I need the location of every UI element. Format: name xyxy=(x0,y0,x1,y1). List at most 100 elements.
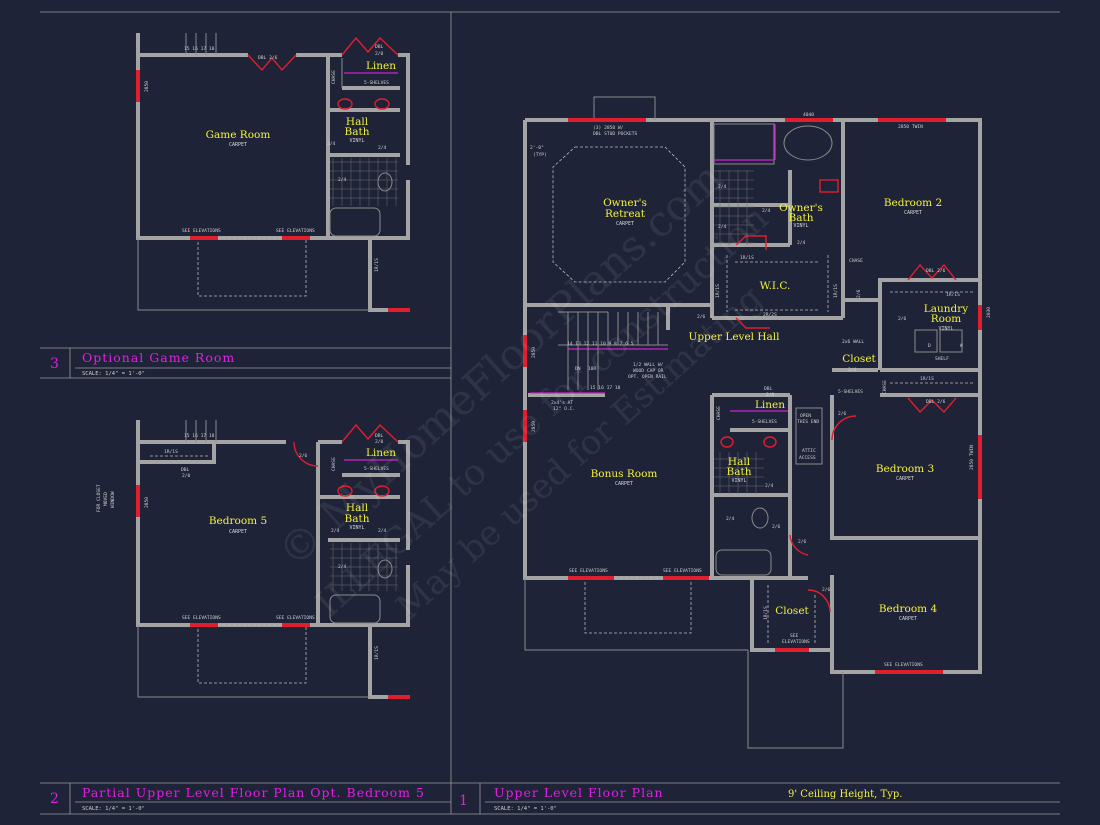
bedroom2-label: Bedroom 2 xyxy=(884,197,942,209)
note: OPEN xyxy=(800,413,811,419)
door-24-b: 2/4 xyxy=(378,528,387,534)
note: SEE xyxy=(790,633,799,639)
note: (3) 2850 W/ xyxy=(593,125,624,131)
bedroom3-finish: CARPET xyxy=(896,476,914,482)
note: DBL 2/6 xyxy=(926,399,946,405)
hall-bath-label-1: Hall xyxy=(346,116,369,128)
owners-bath-label-1: Owner's xyxy=(779,202,823,214)
ceiling-height-note: 9' Ceiling Height, Typ. xyxy=(788,789,902,800)
note: 1R/1S xyxy=(740,255,754,261)
chase-note: CHASE xyxy=(331,457,337,471)
door-24-a: 2/4 xyxy=(331,528,340,534)
note: 2/4 xyxy=(848,367,857,373)
game-room-finish: CARPET xyxy=(229,142,247,148)
game-room-label: Game Room xyxy=(206,129,271,141)
closet-note-2: MOVED xyxy=(103,492,109,506)
see-elevations-2: SEE ELEVATIONS xyxy=(276,228,315,234)
closet-note-1: FOR CLOSET xyxy=(96,484,102,512)
shelves-note: 5-SHELVES xyxy=(364,80,389,86)
chase-note: CHASE xyxy=(331,70,337,84)
note: 1R/1S xyxy=(946,292,960,298)
bedroom4-finish: CARPET xyxy=(899,616,917,622)
note: 2/4 xyxy=(765,483,774,489)
door-note-dbl: DBL xyxy=(375,44,384,50)
note: 2/4 xyxy=(718,224,727,230)
door-24-c: 2/4 xyxy=(338,177,347,183)
hall-bath-finish: VINYL xyxy=(731,478,746,484)
door-26: 2/6 xyxy=(299,453,308,459)
note: 2/6 xyxy=(898,316,907,322)
plan-optional-game-room: Game Room CARPET Linen Hall Bath VINYL 1… xyxy=(136,33,410,312)
closet-b-label: Closet xyxy=(775,605,809,617)
note: SEE ELEVATIONS xyxy=(569,568,608,574)
note: 2x6 WALL xyxy=(842,339,864,345)
note: 2/0 xyxy=(766,392,775,398)
note: 1/2 WALL W/ xyxy=(633,362,664,368)
note: DN xyxy=(575,366,581,372)
hall-bath-label-2: Bath xyxy=(345,513,370,525)
note: 2/6 xyxy=(697,314,706,320)
plan-number: 1 xyxy=(459,793,468,809)
note: WOOD CAP OR xyxy=(633,368,664,374)
door-note-size: 2/0 xyxy=(375,51,384,57)
laundry-label-2: Room xyxy=(931,313,962,325)
note: 2x4's AT xyxy=(551,400,573,406)
note: 1R/1S xyxy=(833,284,839,298)
see-elevations-2: SEE ELEVATIONS xyxy=(276,615,315,621)
note: 2850 xyxy=(531,421,537,432)
note: 15 16 17 18 xyxy=(590,385,621,391)
plan-title: Upper Level Floor Plan xyxy=(494,785,664,800)
hall-bath-label-2: Bath xyxy=(727,466,752,478)
note: 2850 TWIN xyxy=(898,124,923,130)
note: CHASE xyxy=(882,380,888,394)
bedroom5-finish: CARPET xyxy=(229,529,247,535)
note: 5-SHELVES xyxy=(752,419,777,425)
hall-bath-finish: VINYL xyxy=(349,525,364,531)
owners-retreat-finish: CARPET xyxy=(616,221,634,227)
window-note: 2850 xyxy=(144,81,150,92)
note: 14 13 12 11 10 9 8 7 6 5 xyxy=(567,341,634,347)
note: 2/6 xyxy=(838,411,847,417)
bedroom2-finish: CARPET xyxy=(904,210,922,216)
note: 2'-0" xyxy=(530,145,544,151)
plan-title: Partial Upper Level Floor Plan Opt. Bedr… xyxy=(82,785,425,800)
note: D xyxy=(928,343,931,349)
door-24-a: 2/4 xyxy=(327,141,336,147)
sheet-frame xyxy=(40,11,1060,815)
closet-shelf: 1R/1S xyxy=(164,449,178,455)
note: 1R/1S xyxy=(920,376,934,382)
laundry-finish: VINYL xyxy=(938,326,953,332)
see-elevations-1: SEE ELEVATIONS xyxy=(182,228,221,234)
linen-label: Linen xyxy=(366,60,396,72)
plan-bedroom-5: Bedroom 5 CARPET Linen Hall Bath VINYL 1… xyxy=(96,420,410,699)
note: 5-SHELVES xyxy=(838,389,863,395)
stair-numbers: 15 16 17 18 xyxy=(184,433,215,439)
note: 4040 xyxy=(803,112,814,118)
owners-bath-finish: VINYL xyxy=(793,223,808,229)
note: 12" O.C. xyxy=(553,406,575,412)
note: 2/4 xyxy=(797,240,806,246)
stair-numbers: 15 16 17 18 xyxy=(184,46,215,52)
note: ATTIC xyxy=(802,448,816,454)
note: DBL xyxy=(764,386,773,392)
bonus-room-finish: CARPET xyxy=(615,481,633,487)
bedroom4-label: Bedroom 4 xyxy=(879,603,938,615)
note: SHELF xyxy=(935,356,949,362)
linen-label: Linen xyxy=(366,447,396,459)
shelf-note: 1R/1S xyxy=(374,258,380,272)
hall-bath-label-1: Hall xyxy=(728,456,751,468)
title-block-3: 3 Optional Game Room SCALE: 1/4" = 1'-0" xyxy=(50,350,234,377)
upper-hall-label: Upper Level Hall xyxy=(688,331,780,343)
plan-scale: SCALE: 1/4" = 1'-0" xyxy=(82,371,145,377)
bedroom5-label: Bedroom 5 xyxy=(209,515,267,527)
bedroom3-label: Bedroom 3 xyxy=(876,463,934,475)
note: DBL STUD POCKETS xyxy=(593,131,637,137)
door-note-dbl: DBL xyxy=(375,433,384,439)
note: 18R xyxy=(588,366,597,372)
hall-bath-label-1: Hall xyxy=(346,502,369,514)
note: 2/6 xyxy=(798,539,807,545)
watermark: © MyHomeFloorPlans.com ILLEGAL to use fo… xyxy=(269,153,777,628)
note: 2/6 xyxy=(772,524,781,530)
note: 2/6 xyxy=(822,587,831,593)
plan-number: 3 xyxy=(50,356,59,372)
